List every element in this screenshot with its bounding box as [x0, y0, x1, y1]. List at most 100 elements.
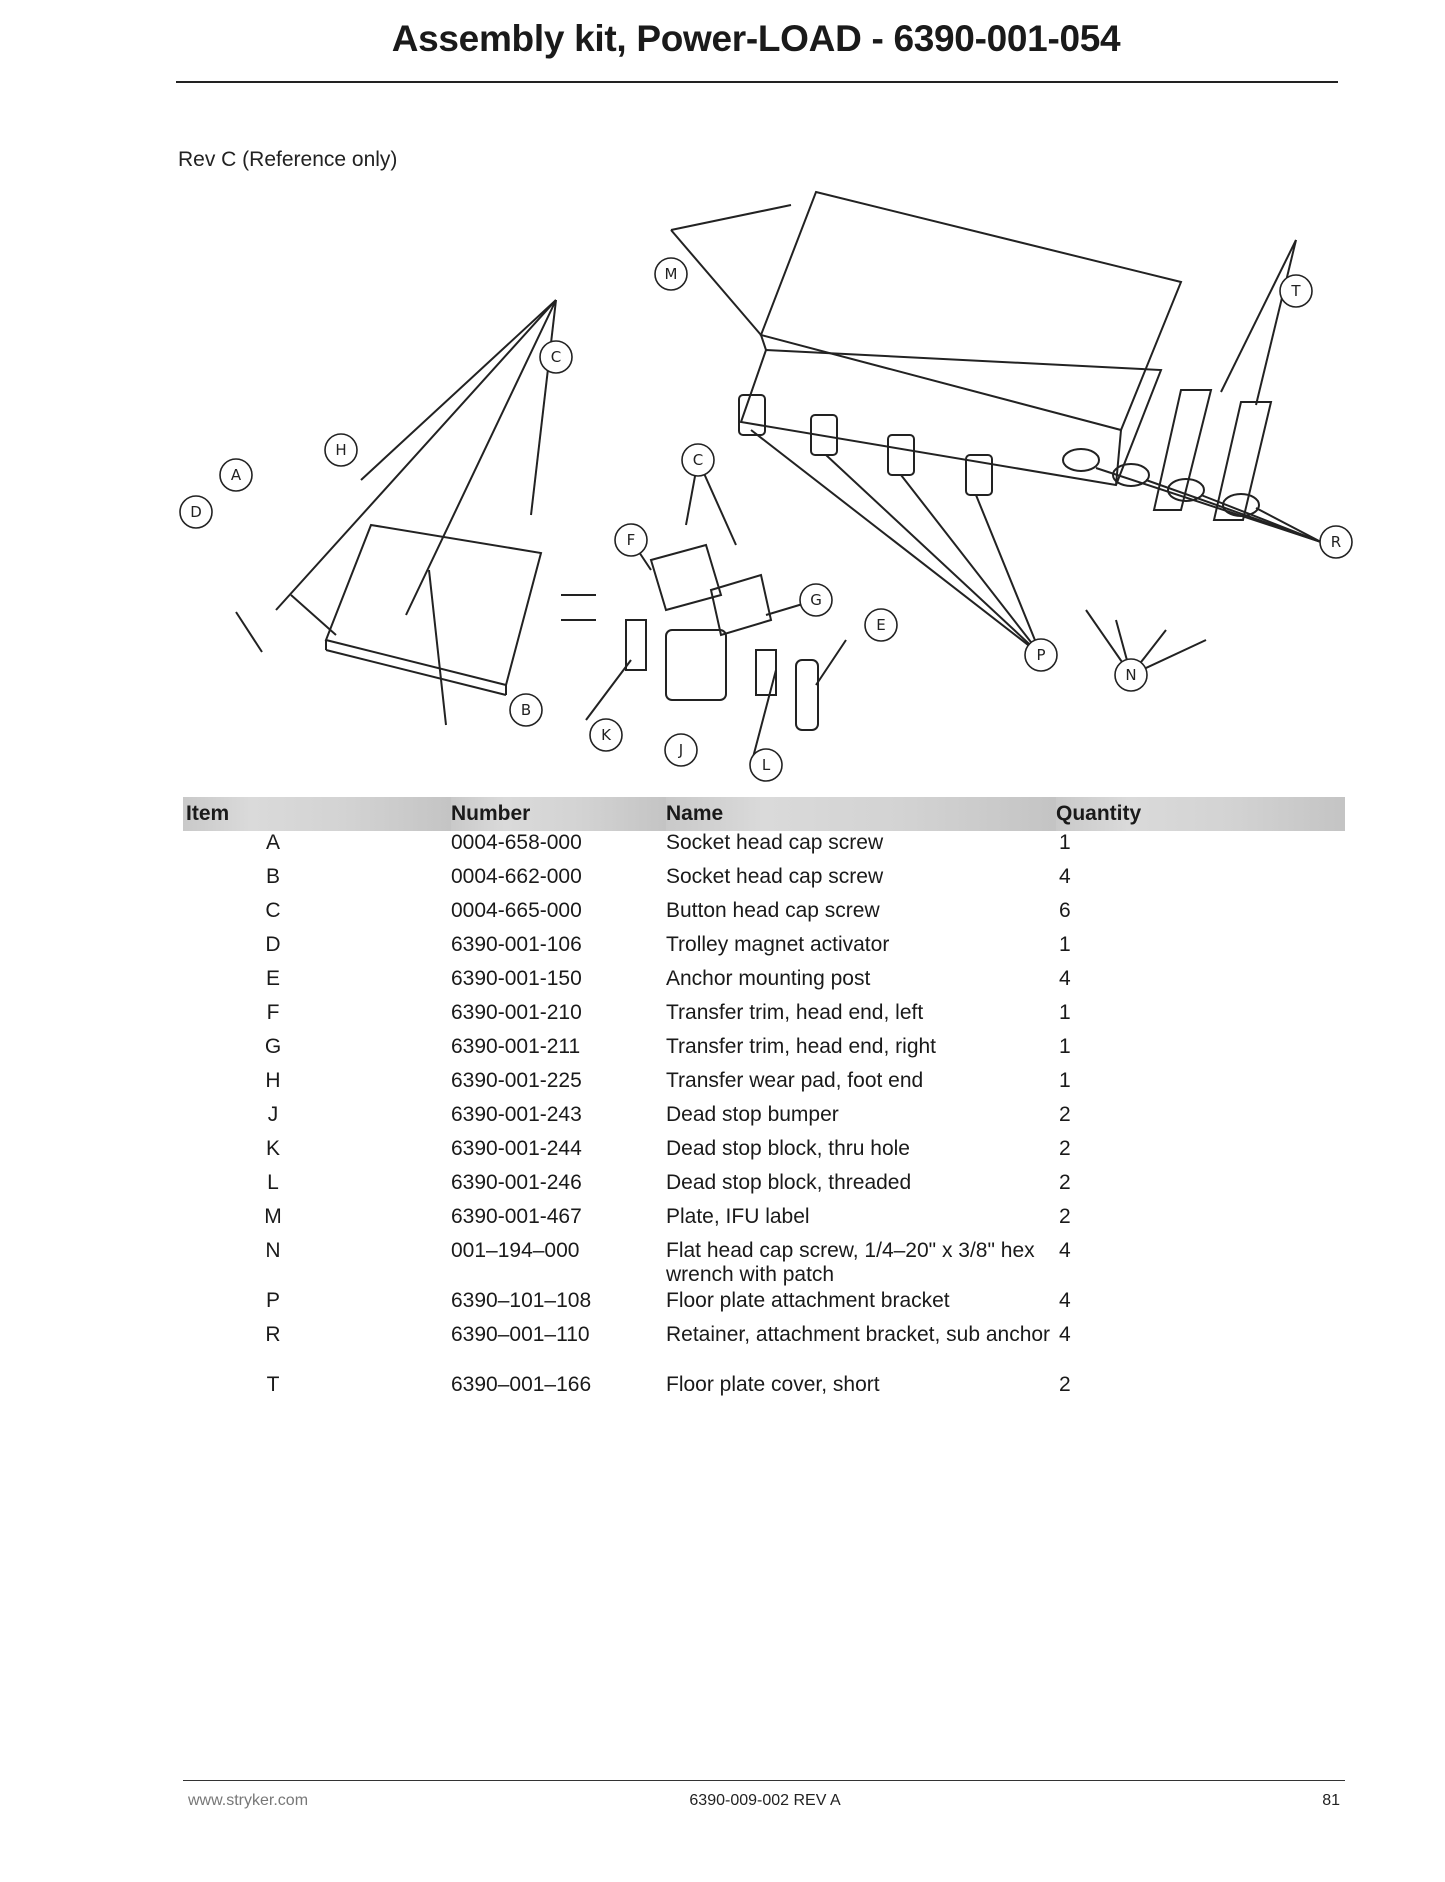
cell-number: 6390-001-225 — [451, 1069, 582, 1092]
callout-b-circle — [509, 693, 543, 727]
cell-name: Flat head cap screw, 1/4–20" x 3/8" hex … — [666, 1239, 1035, 1286]
cell-quantity: 4 — [1059, 1323, 1071, 1346]
footer-doc-number: 6390-009-002 REV A — [689, 1792, 841, 1809]
cell-number: 0004-658-000 — [451, 831, 582, 854]
cell-quantity: 2 — [1059, 1205, 1071, 1228]
cell-name: Dead stop bumper — [666, 1103, 839, 1126]
table-row: D 6390-001-106 Trolley magnet activator … — [183, 933, 1345, 967]
cell-quantity: 4 — [1059, 865, 1071, 888]
table-row: N 001–194–000 Flat head cap screw, 1/4–2… — [183, 1239, 1345, 1289]
cell-quantity: 6 — [1059, 899, 1071, 922]
callout-b: B — [521, 701, 531, 719]
cell-name: Transfer trim, head end, right — [666, 1035, 937, 1058]
cell-name: Transfer trim, head end, left — [666, 1001, 924, 1024]
callout-m: M — [665, 265, 678, 283]
cell-quantity: 1 — [1059, 1035, 1071, 1058]
transfer-trim-left — [649, 543, 723, 612]
attachment-bracket-3 — [887, 434, 915, 476]
table-row: G 6390-001-211 Transfer trim, head end, … — [183, 1035, 1345, 1069]
cell-number: 0004-662-000 — [451, 865, 582, 888]
cell-item: L — [267, 1171, 279, 1194]
table-row: T 6390–001–166 Floor plate cover, short … — [183, 1373, 1345, 1407]
header-number: Number — [451, 797, 666, 831]
callout-m-circle — [654, 257, 688, 291]
dead-stop-block-threaded — [755, 649, 777, 696]
cell-number: 0004-665-000 — [451, 899, 582, 922]
callout-r: R — [1331, 533, 1341, 551]
cell-item: T — [266, 1373, 280, 1396]
cell-quantity: 4 — [1059, 967, 1071, 990]
callout-k: K — [601, 726, 612, 744]
cell-quantity: 1 — [1059, 831, 1071, 854]
callout-c1: C — [551, 348, 561, 366]
callout-g: G — [810, 591, 822, 609]
page-title: Assembly kit, Power-LOAD - 6390-001-054 — [391, 18, 1121, 59]
cell-quantity: 2 — [1059, 1171, 1071, 1194]
cell-name: Dead stop block, thru hole — [666, 1137, 910, 1160]
cell-quantity: 1 — [1059, 933, 1071, 956]
cell-quantity: 1 — [1059, 1001, 1071, 1024]
attachment-bracket-4 — [965, 454, 993, 496]
header-item: Item — [183, 797, 451, 831]
cell-name: Socket head cap screw — [666, 831, 884, 854]
cell-name: Floor plate attachment bracket — [666, 1289, 950, 1312]
cell-number: 6390–001–110 — [451, 1323, 590, 1346]
cell-number: 6390-001-244 — [451, 1137, 582, 1160]
callout-d: D — [190, 503, 202, 521]
table-row: J 6390-001-243 Dead stop bumper 2 — [183, 1103, 1345, 1137]
cell-number: 6390-001-243 — [451, 1103, 582, 1126]
exploded-assembly-diagram: M T C H A D C F G E P R N B K J L — [179, 190, 1353, 782]
cell-number: 6390-001-150 — [451, 967, 582, 990]
cell-name: Anchor mounting post — [666, 967, 871, 990]
page-number: 81 — [1322, 1792, 1340, 1809]
callout-f-circle — [614, 523, 648, 557]
callout-n: N — [1125, 666, 1136, 684]
table-row: K 6390-001-244 Dead stop block, thru hol… — [183, 1137, 1345, 1171]
cell-quantity: 4 — [1059, 1239, 1071, 1262]
table-header-row: Item Number Name Quantity — [183, 797, 1345, 831]
cell-item: F — [266, 1001, 280, 1024]
header-quantity: Quantity — [1056, 797, 1345, 831]
floor-plate-cover-left — [1152, 389, 1213, 511]
title-divider — [176, 81, 1338, 83]
footer-divider — [183, 1780, 1345, 1781]
callout-d-circle — [179, 495, 213, 529]
table-row: A 0004-658-000 Socket head cap screw 1 — [183, 831, 1345, 865]
callout-h-circle — [324, 433, 358, 467]
cell-quantity: 1 — [1059, 1069, 1071, 1092]
cell-number: 001–194–000 — [451, 1239, 580, 1262]
cell-name: Plate, IFU label — [666, 1205, 810, 1228]
cell-item: E — [265, 967, 280, 990]
retainer-2 — [1112, 463, 1150, 487]
callout-c1-circle — [539, 340, 573, 374]
cell-item: G — [264, 1035, 282, 1058]
callout-c2-circle — [681, 443, 715, 477]
callout-e: E — [876, 616, 885, 634]
cell-name: Floor plate cover, short — [666, 1373, 880, 1396]
table-row: R 6390–001–110 Retainer, attachment brac… — [183, 1323, 1345, 1373]
table-row: C 0004-665-000 Button head cap screw 6 — [183, 899, 1345, 933]
table-row: L 6390-001-246 Dead stop block, threaded… — [183, 1171, 1345, 1205]
cell-item: D — [265, 933, 281, 956]
attachment-bracket-2 — [810, 414, 838, 456]
cell-item: R — [265, 1323, 281, 1346]
cell-item: P — [265, 1289, 280, 1312]
table-row: E 6390-001-150 Anchor mounting post 4 — [183, 967, 1345, 1001]
anchor-mounting-post — [795, 659, 819, 731]
cell-quantity: 4 — [1059, 1289, 1071, 1312]
callout-l: L — [762, 756, 771, 774]
dead-stop-bumper — [665, 629, 727, 701]
callout-k-circle — [589, 718, 623, 752]
cell-number: 6390–101–108 — [451, 1289, 592, 1312]
table-row: B 0004-662-000 Socket head cap screw 4 — [183, 865, 1345, 899]
cell-item: H — [265, 1069, 281, 1092]
table-row: F 6390-001-210 Transfer trim, head end, … — [183, 1001, 1345, 1035]
cell-name: Trolley magnet activator — [666, 933, 890, 956]
cell-quantity: 2 — [1059, 1103, 1071, 1126]
callout-c2: C — [693, 451, 703, 469]
cell-item: C — [265, 899, 281, 922]
callout-r-circle — [1319, 525, 1353, 559]
callout-l-circle — [749, 748, 783, 782]
callout-p: P — [1036, 646, 1045, 664]
cell-quantity: 2 — [1059, 1373, 1071, 1396]
